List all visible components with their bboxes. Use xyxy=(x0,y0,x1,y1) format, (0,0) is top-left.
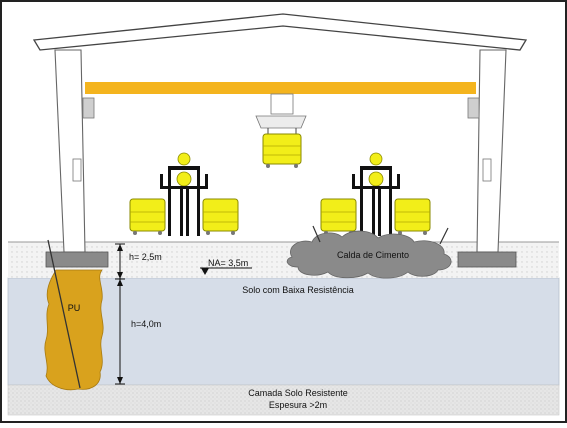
right-footing xyxy=(457,251,517,268)
crane-trolley xyxy=(270,93,294,115)
dim-arrow-mid-up xyxy=(117,272,123,279)
right-bracket xyxy=(467,97,480,119)
cement-grout-cloud xyxy=(286,230,452,279)
h-upper-label: h= 2,5m xyxy=(129,252,162,262)
h-lower-label: h=4,0m xyxy=(131,319,161,329)
pu-injection-rod xyxy=(47,239,81,389)
left-connector xyxy=(72,158,82,182)
dim-arrow-mid-down xyxy=(117,279,123,286)
roof xyxy=(32,13,528,51)
dim-arrow-bottom xyxy=(117,377,123,384)
crane-beam xyxy=(85,82,476,94)
pu-injection-column xyxy=(44,269,104,391)
water-level-arrow xyxy=(201,268,209,275)
strong-layer-label: Camada Solo Resistente xyxy=(248,388,348,398)
injection-line-left xyxy=(312,225,321,243)
injection-line-right xyxy=(439,227,449,245)
weak-soil-label: Solo com Baixa Resistência xyxy=(242,285,354,295)
left-workstation xyxy=(129,152,239,236)
grout-label: Calda de Cimento xyxy=(337,250,409,260)
dim-arrow-top xyxy=(117,244,123,251)
pu-label: PU xyxy=(68,303,81,313)
strong-soil-layer xyxy=(7,384,560,416)
right-workstation xyxy=(320,152,431,236)
hanging-container xyxy=(262,133,302,168)
crane-hook-block xyxy=(255,115,307,129)
left-bracket xyxy=(82,97,95,119)
water-level-label: NA= 3,5m xyxy=(208,258,248,268)
strong-layer-thickness-label: Espesura >2m xyxy=(269,400,327,410)
right-connector xyxy=(482,158,492,182)
left-footing xyxy=(45,251,109,268)
